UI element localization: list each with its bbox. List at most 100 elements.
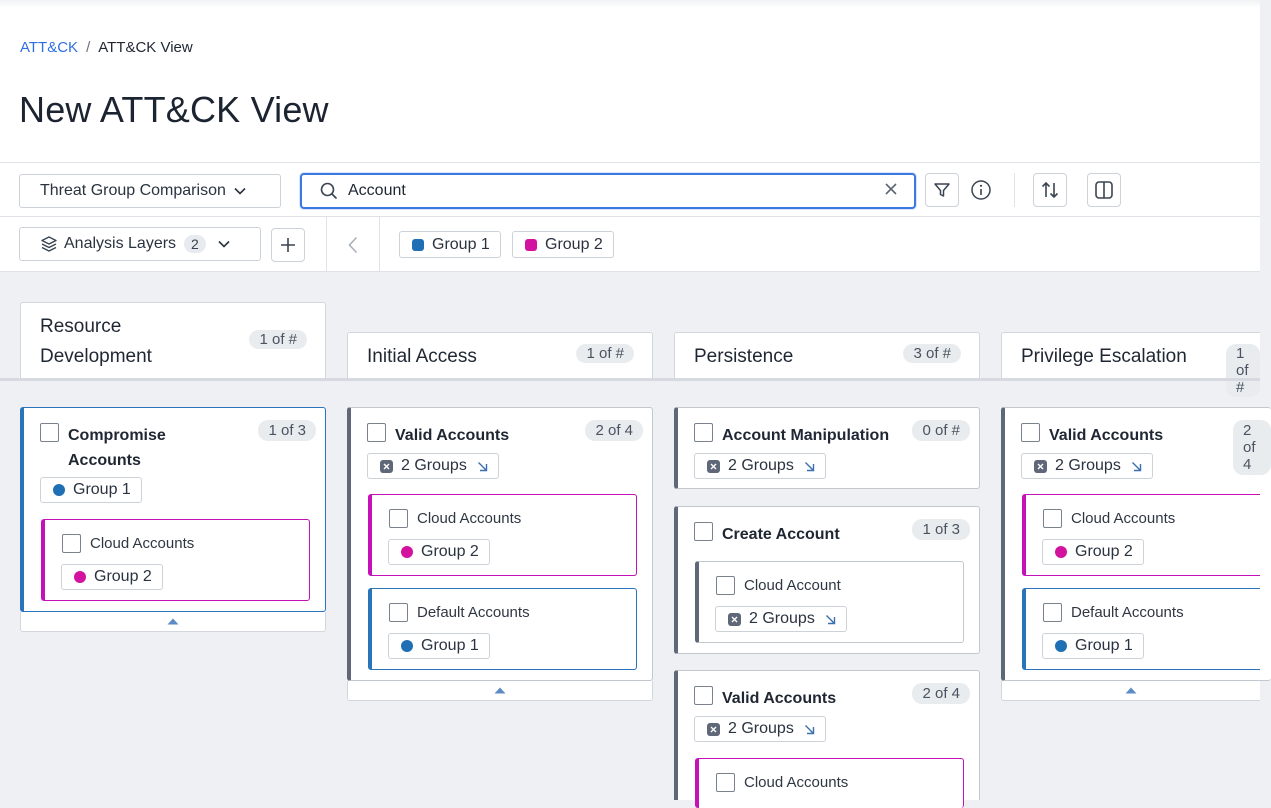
technique-checkbox[interactable] (1021, 423, 1040, 442)
technique-count-badge: 2 of 4 (912, 683, 970, 704)
group-chip[interactable]: Group 2 (388, 539, 490, 565)
groups-icon (707, 459, 720, 473)
technique-name: Account Manipulation (722, 427, 890, 444)
group-1-swatch (412, 238, 424, 251)
search-box[interactable] (300, 173, 916, 209)
caret-up-icon (167, 618, 179, 625)
search-icon (320, 182, 338, 200)
group-chip[interactable]: Group 1 (388, 633, 490, 659)
layers-icon (41, 236, 57, 252)
group-2-swatch (1055, 546, 1067, 558)
view-select-dropdown[interactable]: Threat Group Comparison (19, 174, 281, 208)
page-title: New ATT&CK View (19, 89, 329, 130)
add-layer-button[interactable] (271, 228, 305, 262)
sub-technique-name: Cloud Accounts (744, 774, 849, 791)
chevron-down-icon (218, 240, 230, 248)
group-chip[interactable]: Group 2 (1042, 539, 1144, 565)
groups-icon (707, 722, 720, 736)
caret-up-icon (494, 687, 506, 694)
chip-label: Group 1 (1075, 637, 1133, 654)
layer-bar-divider (326, 217, 327, 272)
tactic-name: Privilege Escalation (1021, 345, 1187, 367)
breadcrumb: ATT&CK/ATT&CK View (20, 39, 193, 56)
collapse-button[interactable] (347, 681, 653, 701)
top-shade (0, 0, 1260, 8)
info-icon (971, 180, 991, 200)
groups-chip[interactable]: 2 Groups (367, 453, 499, 479)
groups-chip[interactable]: 2 Groups (715, 606, 847, 632)
toolbar-divider (1014, 173, 1015, 207)
group-1-swatch (1055, 640, 1067, 652)
groups-chip[interactable]: 2 Groups (1021, 453, 1153, 479)
sub-technique-card[interactable]: Cloud Accounts (695, 758, 964, 808)
scroll-left-button[interactable] (340, 230, 366, 260)
group-chip[interactable]: Group 1 (40, 477, 142, 503)
technique-checkbox[interactable] (40, 423, 59, 442)
tactic-count-badge: 1 of # (1226, 344, 1260, 397)
arrow-down-right-icon (804, 461, 815, 471)
legend-group-2[interactable]: Group 2 (512, 231, 614, 258)
sub-technique-checkbox[interactable] (1043, 603, 1062, 622)
filter-icon (934, 183, 950, 197)
sub-technique-checkbox[interactable] (716, 576, 735, 595)
arrow-down-right-icon (804, 724, 815, 734)
groups-icon (380, 459, 393, 473)
chip-label: 2 Groups (401, 457, 467, 474)
sub-technique-checkbox[interactable] (716, 773, 735, 792)
chevron-down-icon (234, 187, 246, 195)
tactic-header-persistence: Persistence 3 of # (674, 332, 980, 380)
chip-label: Group 1 (421, 637, 479, 654)
search-input[interactable] (348, 182, 848, 200)
collapse-button[interactable] (20, 612, 326, 632)
technique-name: Valid Accounts (722, 690, 837, 707)
chip-label: 2 Groups (728, 457, 794, 474)
legend-group-1[interactable]: Group 1 (399, 231, 501, 258)
chip-label: Group 2 (1075, 543, 1133, 560)
view-select-label: Threat Group Comparison (40, 182, 226, 199)
arrow-down-right-icon (1131, 461, 1142, 471)
legend-label: Group 1 (432, 235, 490, 253)
tactic-divider-line (0, 378, 1260, 381)
analysis-layers-dropdown[interactable]: Analysis Layers 2 (19, 227, 261, 261)
tactic-name: Resource Development (40, 315, 152, 367)
tactic-count-badge: 1 of # (249, 330, 307, 349)
breadcrumb-root-link[interactable]: ATT&CK (20, 39, 79, 56)
clear-icon[interactable] (884, 182, 898, 196)
group-1-swatch (53, 484, 65, 496)
group-chip[interactable]: Group 2 (61, 564, 163, 590)
technique-name: Create Account (722, 526, 840, 543)
tactic-header-privilege-escalation: Privilege Escalation 1 of # (1001, 332, 1260, 397)
group-chip[interactable]: Group 1 (1042, 633, 1144, 659)
sub-technique-checkbox[interactable] (1043, 509, 1062, 528)
sub-technique-name: Cloud Account (744, 577, 841, 594)
chip-label: 2 Groups (749, 610, 815, 627)
filter-button[interactable] (925, 173, 959, 207)
sort-button[interactable] (1033, 173, 1067, 207)
legend-label: Group 2 (545, 235, 603, 253)
technique-name: Valid Accounts (395, 427, 510, 444)
sub-technique-checkbox[interactable] (389, 509, 408, 528)
group-2-swatch (74, 571, 86, 583)
toolbar: Threat Group Comparison (0, 162, 1260, 217)
sub-technique-checkbox[interactable] (62, 534, 81, 553)
technique-checkbox[interactable] (694, 522, 713, 541)
tactic-count-badge: 1 of # (576, 344, 634, 363)
technique-checkbox[interactable] (367, 423, 386, 442)
groups-chip[interactable]: 2 Groups (694, 716, 826, 742)
collapse-button[interactable] (1001, 681, 1260, 701)
layer-count-badge: 2 (184, 235, 206, 253)
chip-label: Group 1 (73, 481, 131, 498)
sub-technique-name: Default Accounts (1071, 604, 1184, 621)
sub-technique-checkbox[interactable] (389, 603, 408, 622)
technique-checkbox[interactable] (694, 423, 713, 442)
layer-bar-divider (379, 217, 380, 272)
technique-name: Compromise Accounts (68, 427, 166, 469)
info-button[interactable] (968, 177, 994, 203)
breadcrumb-current: ATT&CK View (98, 39, 193, 56)
caret-up-icon (1125, 687, 1137, 694)
groups-chip[interactable]: 2 Groups (694, 453, 826, 479)
chip-label: 2 Groups (728, 720, 794, 737)
panel-toggle-button[interactable] (1087, 173, 1121, 207)
technique-checkbox[interactable] (694, 686, 713, 705)
technique-count-badge: 2 of 4 (585, 420, 643, 441)
